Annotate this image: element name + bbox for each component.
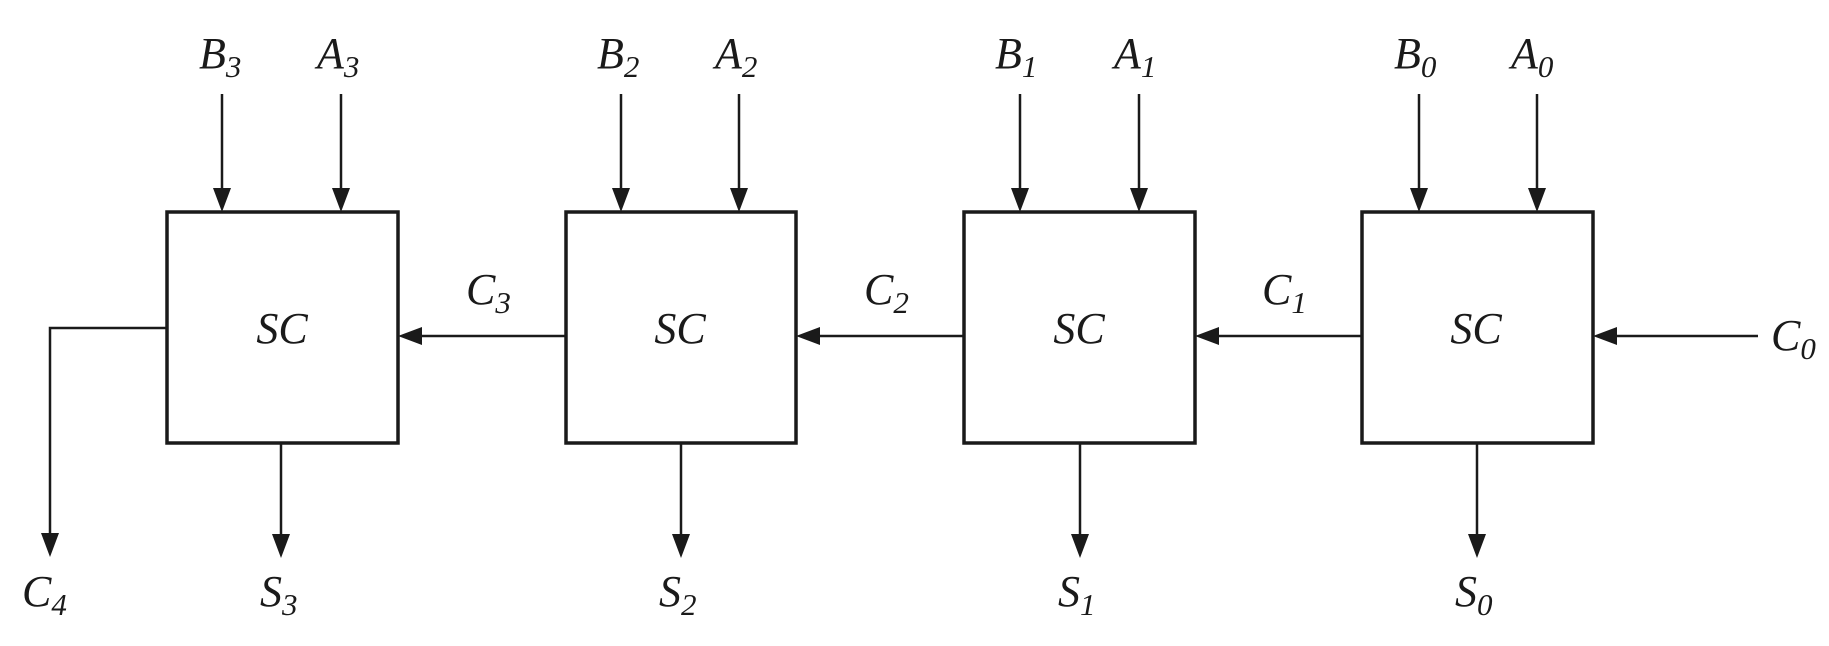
- sc-cell-1-label: SC: [1053, 304, 1105, 353]
- c4-carry-wire: [48, 326, 167, 541]
- carry-chain: [41, 326, 1758, 557]
- cell-3: SC: [165, 94, 400, 558]
- label-c1: C1: [1262, 265, 1307, 320]
- cell-2: SC: [564, 94, 798, 558]
- output-labels: S3 S2 S1 S0: [260, 567, 1493, 622]
- carry-labels: C4 C3 C2 C1 C0: [22, 265, 1816, 622]
- c1-arrowhead: [1195, 327, 1219, 345]
- s0-arrowhead: [1468, 534, 1486, 558]
- sc-cell-0-label: SC: [1450, 304, 1502, 353]
- label-c2: C2: [864, 265, 909, 320]
- s1-arrowhead: [1071, 534, 1089, 558]
- label-a0: A0: [1508, 29, 1554, 84]
- label-b1: B1: [995, 29, 1037, 84]
- c4-arrowhead: [41, 533, 59, 557]
- b2-arrowhead: [612, 188, 630, 212]
- a0-arrowhead: [1528, 188, 1546, 212]
- sc-cell-3-label: SC: [256, 304, 308, 353]
- a3-arrowhead: [332, 188, 350, 212]
- sc-cell-2-label: SC: [654, 304, 706, 353]
- cell-0: SC: [1360, 94, 1595, 558]
- label-s1: S1: [1058, 567, 1096, 622]
- sc-cell-1-box: [962, 210, 1197, 445]
- b1-arrowhead: [1011, 188, 1029, 212]
- cell-1: SC: [962, 94, 1197, 558]
- s3-arrowhead: [272, 534, 290, 558]
- label-c4: C4: [22, 567, 67, 622]
- a1-arrowhead: [1130, 188, 1148, 212]
- sc-cell-0-box: [1360, 210, 1595, 445]
- s2-arrowhead: [672, 534, 690, 558]
- label-s2: S2: [659, 567, 697, 622]
- label-c0: C0: [1771, 311, 1816, 366]
- b3-arrowhead: [213, 188, 231, 212]
- input-labels: B3 A3 B2 A2 B1 A1 B0 A0: [199, 29, 1554, 84]
- label-a1: A1: [1111, 29, 1156, 84]
- label-b0: B0: [1394, 29, 1437, 84]
- label-a2: A2: [712, 29, 757, 84]
- label-b3: B3: [199, 29, 241, 84]
- label-a3: A3: [314, 29, 359, 84]
- c2-arrowhead: [796, 327, 820, 345]
- c3-arrowhead: [398, 327, 422, 345]
- label-c3: C3: [466, 265, 511, 320]
- a2-arrowhead: [730, 188, 748, 212]
- b0-arrowhead: [1410, 188, 1428, 212]
- label-s0: S0: [1455, 567, 1493, 622]
- label-b2: B2: [597, 29, 639, 84]
- label-s3: S3: [260, 567, 298, 622]
- c0-arrowhead: [1593, 327, 1617, 345]
